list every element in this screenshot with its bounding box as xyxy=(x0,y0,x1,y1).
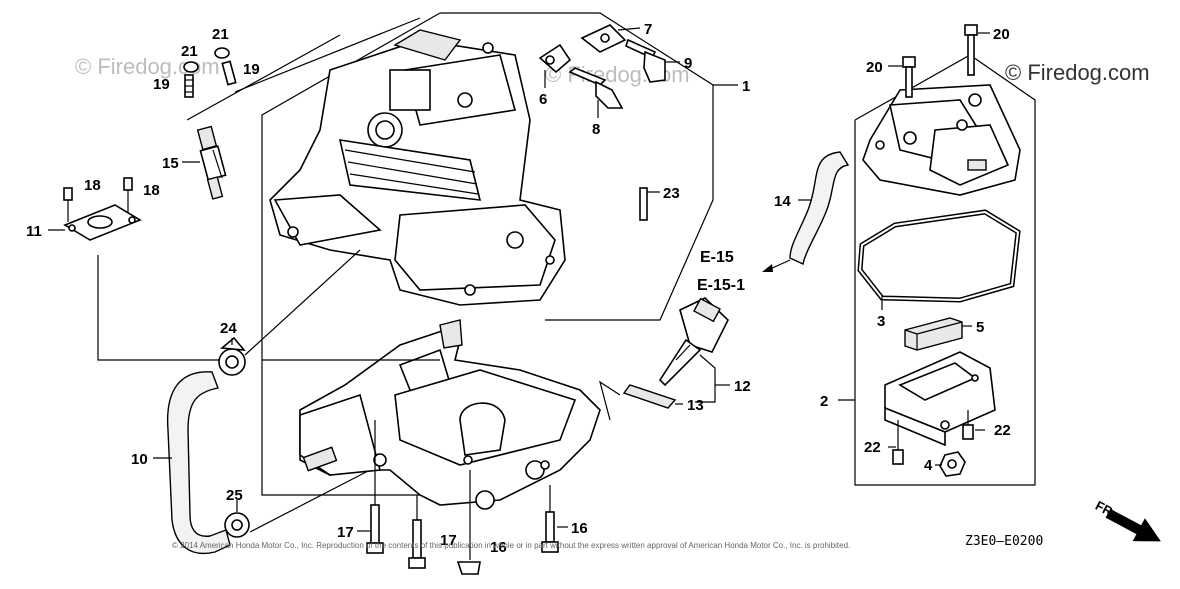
rocker-shaft-part-9 xyxy=(625,38,666,83)
guide-line-13 xyxy=(599,380,621,421)
callout-14: 14 xyxy=(774,193,791,210)
o-ring-13 xyxy=(622,384,677,409)
rocker-arm-part-7 xyxy=(580,24,627,53)
bolt-18-right xyxy=(123,177,133,212)
reference-e15[interactable]: E-15 xyxy=(700,249,734,266)
insulator-gasket-11 xyxy=(63,204,142,241)
callout-1: 1 xyxy=(742,78,750,95)
callout-16-right: 16 xyxy=(571,520,588,537)
watermark-right: © Firedog.com xyxy=(1005,60,1150,85)
nut-21-left xyxy=(183,61,199,73)
diagram-code: Z3E0—E0200 xyxy=(965,534,1043,549)
bolt-16-center xyxy=(456,470,481,575)
hose-clamp-24 xyxy=(218,336,246,376)
screw-22-left xyxy=(892,420,904,465)
callout-2: 2 xyxy=(820,393,828,410)
copyright-notice: © 2014 American Honda Motor Co., Inc. Re… xyxy=(172,541,850,550)
breather-hose-10 xyxy=(166,371,231,555)
callout-16-center: 16 xyxy=(490,539,507,556)
watermark-middle: © Firedog.com xyxy=(545,62,690,87)
stud-guide-line-1 xyxy=(186,34,341,121)
callout-frame-1-upper xyxy=(440,12,714,321)
callout-10: 10 xyxy=(131,451,148,468)
cylinder-block xyxy=(269,29,566,306)
ref-arrow-head xyxy=(762,264,773,272)
callout-20-right: 20 xyxy=(993,26,1010,43)
nut-4 xyxy=(939,451,966,477)
callout-18-left: 18 xyxy=(84,177,101,194)
stud-bolt-19-right xyxy=(221,60,237,86)
reference-e15-1[interactable]: E-15-1 xyxy=(697,277,745,294)
callout-24: 24 xyxy=(220,320,237,337)
callout-17-right: 17 xyxy=(440,532,457,549)
callout-19-right: 19 xyxy=(243,61,260,78)
leader-7 xyxy=(617,27,641,31)
bolt-20-right xyxy=(964,24,978,76)
crankcase xyxy=(299,319,601,510)
bolt-20-left xyxy=(902,56,916,98)
callout-17-left: 17 xyxy=(337,524,354,541)
guide-line-25 xyxy=(249,469,371,533)
callout-19-left: 19 xyxy=(153,76,170,93)
bolt-18-left xyxy=(63,187,73,222)
stud-bolt-19-left xyxy=(184,74,194,98)
head-cover xyxy=(862,84,1021,196)
flange-bolt-17-right xyxy=(408,495,426,569)
leader-12 xyxy=(695,354,716,403)
dowel-pin-23 xyxy=(639,187,648,221)
breather-chamber xyxy=(884,351,996,447)
callout-4: 4 xyxy=(924,457,933,474)
callout-25: 25 xyxy=(226,487,243,504)
callout-5: 5 xyxy=(976,319,984,336)
breather-tube-14 xyxy=(789,151,850,266)
callout-23: 23 xyxy=(663,185,680,202)
callout-11: 11 xyxy=(26,223,42,240)
guide-line-11-24 xyxy=(97,255,230,361)
front-direction-arrow xyxy=(1105,508,1161,542)
nut-21-right xyxy=(214,47,230,59)
callout-13: 13 xyxy=(687,397,704,414)
screw-22-right xyxy=(962,410,974,440)
hose-clamp-25 xyxy=(224,512,250,538)
callout-18-right: 18 xyxy=(143,182,160,199)
rocker-shaft-part-8 xyxy=(568,67,624,109)
callout-6: 6 xyxy=(539,91,547,108)
callout-15: 15 xyxy=(162,155,179,172)
callout-3: 3 xyxy=(877,313,885,330)
callout-12: 12 xyxy=(734,378,751,395)
callout-8: 8 xyxy=(592,121,600,138)
seal-5 xyxy=(904,317,963,351)
callout-21-left: 21 xyxy=(181,43,198,60)
callout-22-left: 22 xyxy=(864,439,881,456)
flange-bolt-16-right xyxy=(541,485,559,553)
spark-plug-15 xyxy=(196,125,227,200)
callout-7: 7 xyxy=(644,21,652,38)
callout-frame-2 xyxy=(854,54,1036,486)
callout-20-left: 20 xyxy=(866,59,883,76)
rocker-arm-part-6 xyxy=(538,43,572,74)
callout-22-right: 22 xyxy=(994,422,1011,439)
callout-21-right: 21 xyxy=(212,26,229,43)
stud-guide-line-2 xyxy=(234,17,421,93)
callout-9: 9 xyxy=(684,55,692,72)
guide-line-24 xyxy=(244,249,361,356)
oil-dipstick-12 xyxy=(658,297,729,387)
head-cover-gasket-3 xyxy=(857,209,1021,303)
flange-bolt-17-left xyxy=(366,420,384,554)
